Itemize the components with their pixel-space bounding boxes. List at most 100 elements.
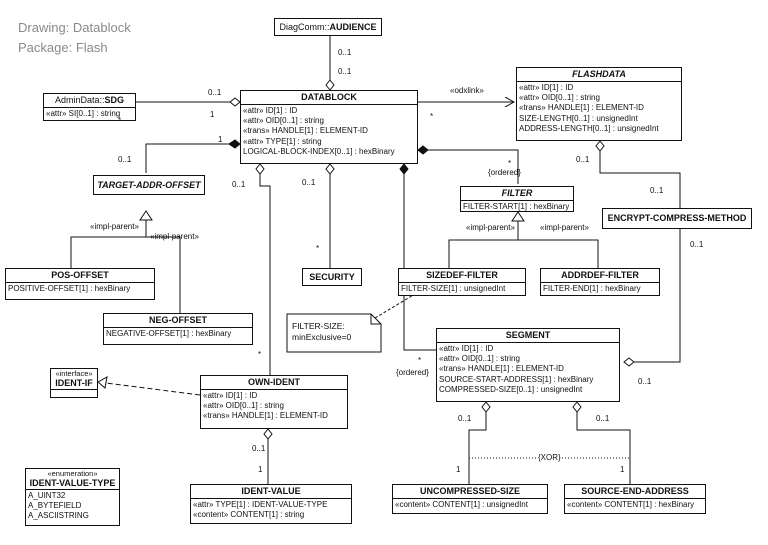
class-encrypt-compress-method[interactable]: ENCRYPT-COMPRESS-METHOD bbox=[602, 208, 752, 229]
diamond-uncompressed bbox=[481, 401, 491, 413]
class-filter[interactable]: FILTER FILTER-START[1] : hexBinary bbox=[460, 186, 574, 212]
datablock-name: DATABLOCK bbox=[241, 91, 417, 105]
diamond-target-addr-offset bbox=[228, 139, 241, 149]
note-shape bbox=[286, 313, 382, 353]
class-sdg[interactable]: AdminData::SDG «attr» SI[0..1] : string bbox=[43, 93, 136, 121]
assoc-own-ident bbox=[259, 174, 271, 375]
enum-literal: A_BYTEFIELD bbox=[28, 501, 82, 511]
source-end-address-attr: «content» CONTENT[1] : hexBinary bbox=[567, 500, 695, 509]
datablock-attr: LOGICAL-BLOCK-INDEX[0..1] : hexBinary bbox=[243, 146, 395, 156]
diamond-ident-value bbox=[263, 428, 273, 440]
multiplicity-label: 0..1 bbox=[458, 414, 472, 423]
class-datablock[interactable]: DATABLOCK «attr» ID[1] : ID «attr» OID[0… bbox=[240, 90, 418, 164]
impl-parent-label: «impl-parent» bbox=[150, 232, 199, 241]
flashdata-attr: «trans» HANDLE[1] : ELEMENT-ID bbox=[519, 103, 644, 113]
filter-size-note: FILTER-SIZE: minExclusive=0 bbox=[288, 316, 370, 348]
datablock-attr: «trans» HANDLE[1] : ELEMENT-ID bbox=[243, 126, 368, 136]
multiplicity-label: 1 bbox=[620, 465, 625, 474]
class-own-ident[interactable]: OWN-IDENT «attr» ID[1] : ID «attr» OID[0… bbox=[200, 375, 348, 429]
assoc-segment bbox=[403, 174, 436, 351]
assoc-uncompressed bbox=[468, 412, 487, 484]
class-target-addr-offset[interactable]: TARGET-ADDR-OFFSET bbox=[93, 175, 205, 195]
multiplicity-label: 1 bbox=[210, 110, 215, 119]
segment-attr: COMPRESSED-SIZE[0..1] : unsignedInt bbox=[439, 384, 583, 394]
class-security[interactable]: SECURITY bbox=[302, 268, 362, 286]
multiplicity-label: * bbox=[418, 356, 422, 365]
pos-offset-name: POS-OFFSET bbox=[6, 269, 154, 283]
diamond-segment-right bbox=[623, 357, 635, 367]
assoc-target-addr-offset bbox=[145, 143, 229, 173]
own-ident-attr: «attr» ID[1] : ID bbox=[203, 391, 258, 400]
sizedef-filter-attr: FILTER-SIZE[1] : unsignedInt bbox=[401, 284, 506, 293]
flashdata-attr: ADDRESS-LENGTH[0..1] : unsignedInt bbox=[519, 123, 659, 133]
multiplicity-label: 1 bbox=[218, 135, 223, 144]
class-ident-if[interactable]: «interface» IDENT-IF bbox=[50, 368, 98, 398]
multiplicity-label: 0..1 bbox=[232, 180, 246, 189]
multiplicity-label: 0..1 bbox=[338, 67, 352, 76]
ident-value-name: IDENT-VALUE bbox=[191, 485, 351, 499]
class-flashdata[interactable]: FLASHDATA «attr» ID[1] : ID «attr» OID[0… bbox=[516, 67, 682, 141]
class-addrdef-filter[interactable]: ADDRDEF-FILTER FILTER-END[1] : hexBinary bbox=[540, 268, 660, 296]
ident-value-attr: «content» CONTENT[1] : string bbox=[193, 510, 305, 520]
multiplicity-label: * bbox=[258, 350, 262, 359]
diamond-security bbox=[325, 163, 335, 175]
gen-filter-sizedef bbox=[448, 239, 599, 268]
ordered-label: {ordered} bbox=[396, 368, 429, 377]
class-source-end-address[interactable]: SOURCE-END-ADDRESS «content» CONTENT[1] … bbox=[564, 484, 706, 514]
multiplicity-label: * bbox=[430, 112, 434, 121]
gen-filter-head bbox=[511, 211, 525, 222]
flashdata-name: FLASHDATA bbox=[517, 68, 681, 82]
gen-tao-head bbox=[139, 210, 153, 221]
sdg-prefix: AdminData:: bbox=[54, 95, 105, 105]
class-segment[interactable]: SEGMENT «attr» ID[1] : ID «attr» OID[0..… bbox=[436, 328, 620, 402]
segment-attr: «attr» ID[1] : ID bbox=[439, 344, 494, 353]
flashdata-attr: «attr» OID[0..1] : string bbox=[519, 93, 600, 103]
multiplicity-label: 0..1 bbox=[302, 178, 316, 187]
multiplicity-label: * bbox=[508, 159, 512, 168]
multiplicity-label: 0..1 bbox=[596, 414, 610, 423]
flashdata-attr: SIZE-LENGTH[0..1] : unsignedInt bbox=[519, 113, 638, 123]
impl-parent-label: «impl-parent» bbox=[466, 223, 515, 232]
xor-label: {XOR} bbox=[538, 453, 561, 463]
assoc-filter bbox=[428, 149, 519, 184]
filter-attr: FILTER-START[1] : hexBinary bbox=[463, 202, 570, 211]
ident-value-type-name: IDENT-VALUE-TYPE bbox=[26, 478, 119, 490]
class-neg-offset[interactable]: NEG-OFFSET NEGATIVE-OFFSET[1] : hexBinar… bbox=[103, 313, 253, 345]
datablock-attr: «attr» ID[1] : ID bbox=[243, 106, 298, 115]
neg-offset-name: NEG-OFFSET bbox=[104, 314, 252, 328]
sdg-name: SDG bbox=[104, 95, 125, 105]
multiplicity-label: 1 bbox=[258, 465, 263, 474]
addrdef-filter-attr: FILTER-END[1] : hexBinary bbox=[543, 284, 641, 293]
class-sizedef-filter[interactable]: SIZEDEF-FILTER FILTER-SIZE[1] : unsigned… bbox=[398, 268, 526, 296]
class-pos-offset[interactable]: POS-OFFSET POSITIVE-OFFSET[1] : hexBinar… bbox=[5, 268, 155, 300]
segment-attr: SOURCE-START-ADDRESS[1] : hexBinary bbox=[439, 374, 594, 384]
datablock-attr: «attr» OID[0..1] : string bbox=[243, 116, 324, 126]
multiplicity-label: 0..1 bbox=[252, 444, 266, 453]
class-ident-value-type[interactable]: «enumeration» IDENT-VALUE-TYPE A_UINT32 … bbox=[25, 468, 120, 526]
multiplicity-label: * bbox=[118, 116, 122, 125]
audience-prefix: DiagComm:: bbox=[279, 22, 330, 32]
diamond-flashdata bbox=[595, 140, 605, 152]
note-line: minExclusive=0 bbox=[292, 332, 352, 342]
target-addr-offset-name: TARGET-ADDR-OFFSET bbox=[97, 180, 201, 190]
multiplicity-label: 0..1 bbox=[338, 48, 352, 57]
ident-value-attr: «attr» TYPE[1] : IDENT-VALUE-TYPE bbox=[193, 500, 328, 509]
multiplicity-label: 0..1 bbox=[690, 240, 704, 249]
audience-name: AUDIENCE bbox=[329, 22, 377, 32]
segment-name: SEGMENT bbox=[437, 329, 619, 343]
diamond-audience bbox=[325, 79, 335, 91]
neg-offset-attr: NEGATIVE-OFFSET[1] : hexBinary bbox=[106, 329, 232, 338]
class-audience[interactable]: DiagComm::AUDIENCE bbox=[274, 18, 382, 36]
sdg-attr: «attr» SI[0..1] : string bbox=[46, 109, 121, 118]
own-ident-name: OWN-IDENT bbox=[201, 376, 347, 390]
diamond-segment bbox=[399, 163, 409, 175]
source-end-address-name: SOURCE-END-ADDRESS bbox=[565, 485, 705, 499]
class-ident-value[interactable]: IDENT-VALUE «attr» TYPE[1] : IDENT-VALUE… bbox=[190, 484, 352, 524]
pos-offset-attr: POSITIVE-OFFSET[1] : hexBinary bbox=[8, 284, 131, 293]
class-uncompressed-size[interactable]: UNCOMPRESSED-SIZE «content» CONTENT[1] :… bbox=[392, 484, 548, 514]
assoc-encrypt-segment bbox=[634, 229, 681, 363]
segment-attr: «trans» HANDLE[1] : ELEMENT-ID bbox=[439, 364, 564, 374]
multiplicity-label: 0..1 bbox=[208, 88, 222, 97]
encrypt-name: ENCRYPT-COMPRESS-METHOD bbox=[607, 213, 747, 223]
